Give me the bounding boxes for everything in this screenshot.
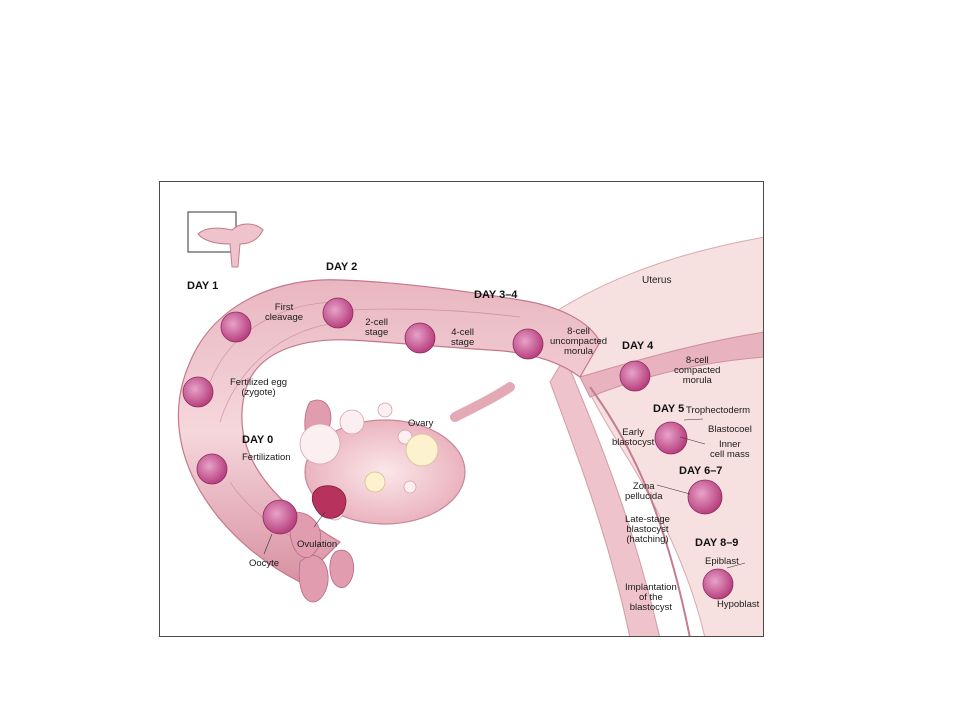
uterine-cavity — [589, 386, 691, 636]
label-hypoblast: Hypoblast — [717, 599, 760, 610]
label-ovary: Ovary — [408, 418, 434, 429]
label-day-4: DAY 4 — [622, 340, 654, 352]
ruptured-follicle — [311, 485, 347, 519]
label-day-2: DAY 2 — [326, 261, 358, 273]
embryo-development-diagram: DAY 1 DAY 2 DAY 3–4 DAY 4 DAY 0 DAY 5 DA… — [159, 181, 764, 637]
cells — [182, 297, 734, 600]
tube-folds — [209, 301, 521, 548]
label-fertilization: Fertilization — [242, 452, 291, 463]
follicles — [299, 402, 439, 521]
fimbriae — [289, 399, 354, 603]
label-day-5: DAY 5 — [653, 403, 685, 415]
diagram-artwork — [177, 211, 763, 636]
label-epiblast: Epiblast — [705, 556, 739, 567]
label-oocyte: Oocyte — [249, 558, 280, 569]
pointer-lines — [263, 418, 746, 569]
label-trophectoderm: Trophectoderm — [686, 405, 751, 416]
label-day-6-7: DAY 6–7 — [679, 465, 723, 477]
inset-uterus — [197, 223, 264, 268]
label-blastocoel: Blastocoel — [708, 424, 752, 435]
uterus-wall — [549, 355, 661, 636]
label-day-3-4: DAY 3–4 — [474, 289, 518, 301]
label-fertilized-egg: Fertilized egg(zygote) — [230, 377, 288, 398]
label-uterus: Uterus — [642, 275, 672, 286]
label-day-8-9: DAY 8–9 — [695, 537, 739, 549]
label-day-0: DAY 0 — [242, 434, 274, 446]
label-ovulation: Ovulation — [297, 539, 338, 550]
ovarian-ligament — [450, 382, 515, 422]
label-day-1: DAY 1 — [187, 280, 219, 292]
